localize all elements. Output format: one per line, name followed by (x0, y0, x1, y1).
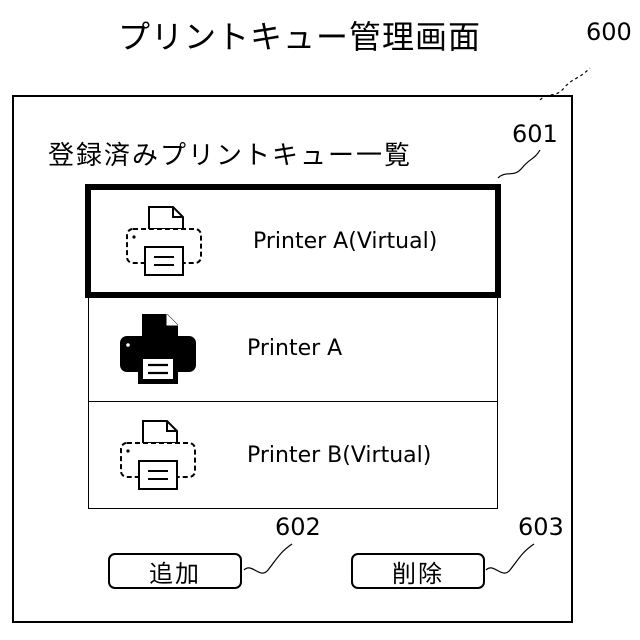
queue-row-printer-b-virtual[interactable]: Printer B(Virtual) (89, 402, 497, 508)
queue-row-printer-a[interactable]: Printer A (89, 296, 497, 402)
virtual-printer-icon (121, 203, 207, 279)
delete-button[interactable]: 削除 (351, 553, 485, 589)
virtual-printer-icon (115, 417, 201, 493)
list-heading: 登録済みプリントキュー一覧 (48, 135, 412, 172)
screen-title: プリントキュー管理画面 (118, 12, 481, 58)
ref-label-screen: 600 (586, 18, 632, 46)
queue-name: Printer A (247, 336, 342, 361)
queue-name: Printer B(Virtual) (247, 443, 431, 468)
queue-name: Printer A(Virtual) (253, 229, 437, 254)
registered-queue-list: Printer A(Virtual) Printer A Printer B(V… (88, 187, 498, 509)
printer-icon (115, 311, 201, 387)
queue-row-printer-a-virtual[interactable]: Printer A(Virtual) (85, 184, 501, 298)
add-button[interactable]: 追加 (108, 553, 242, 589)
